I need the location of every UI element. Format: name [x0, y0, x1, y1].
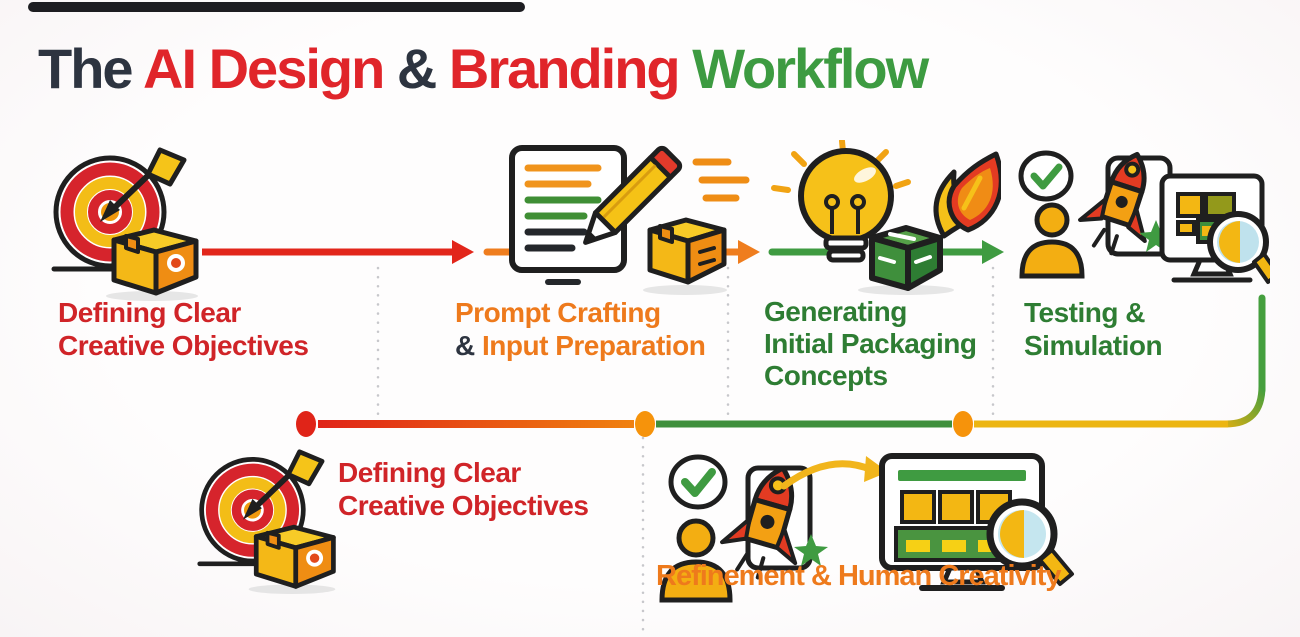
label-text: Input Preparation [482, 330, 706, 361]
red-arrow-head [452, 240, 474, 264]
target-dart-box-icon [197, 449, 336, 594]
monitor-magnifier-icon [879, 453, 1074, 591]
document-pencil-box-icon [509, 145, 750, 295]
label-line: Concepts [764, 360, 888, 391]
user-check-rocket-icon [659, 454, 828, 603]
title-branding: Branding [448, 37, 693, 100]
label-ampersand: & [455, 330, 482, 361]
label-line: Generating [764, 296, 907, 327]
title-ai-design: AI Design [143, 37, 397, 100]
green-gold-curve [1225, 385, 1266, 428]
check-badge [668, 454, 728, 510]
return-connector [296, 294, 1266, 437]
label-line: Prompt Crafting [455, 297, 661, 328]
check-badge [1018, 150, 1074, 202]
step-arrows [202, 240, 1004, 264]
lightbulb-box-rocket-icon [771, 140, 1001, 295]
magnifier [986, 498, 1074, 586]
label-line: Defining Clear [58, 297, 241, 328]
orange-arrow-head [738, 240, 760, 264]
red-node-dot [296, 411, 316, 437]
dotted-separators [376, 266, 995, 632]
dart [243, 449, 325, 520]
user [1019, 202, 1085, 279]
orange-node-dot [953, 411, 973, 437]
speed-dashes [692, 158, 750, 202]
dart [100, 147, 187, 222]
step-label-defining-clear-creative-objectives-2: Defining Clear Creative Objectives [338, 456, 589, 522]
shadow [248, 584, 336, 594]
rocket-flame [933, 151, 1001, 239]
title-ampersand: & [396, 37, 449, 100]
label-line: & Input Preparation [455, 329, 706, 362]
document-lines [524, 164, 602, 252]
user [659, 518, 733, 603]
package-box [111, 227, 199, 296]
page-title: The AI Design & Branding Workflow [38, 36, 929, 101]
pencil [583, 145, 683, 245]
step-label-generating-initial-packaging-concepts: Generating Initial Packaging Concepts [764, 296, 977, 392]
target-dart-box-icon [51, 147, 199, 301]
green-box [869, 225, 943, 291]
title-the: The [38, 37, 144, 100]
shadow [106, 291, 198, 301]
step-label-refinement-human-creativity: Refinement & Human Creativity [656, 560, 1061, 592]
step-label-testing-simulation: Testing & Simulation [1024, 296, 1163, 362]
title-workflow: Workflow [692, 37, 929, 100]
label-line: Testing & [1024, 297, 1145, 328]
magnifier [1207, 211, 1270, 284]
user-check-rocket-monitor-magnifier-icon [1018, 150, 1270, 284]
step-label-defining-clear-creative-objectives: Defining Clear Creative Objectives [58, 296, 309, 362]
curved-arrow-icon [780, 456, 888, 490]
package-box [647, 217, 727, 285]
label-line: Defining Clear [338, 457, 521, 488]
orange-node-dot [635, 411, 655, 437]
package-box [253, 524, 336, 589]
top-bar [28, 2, 525, 12]
step-label-prompt-crafting: Prompt Crafting & Input Preparation [455, 296, 706, 362]
label-line: Creative Objectives [338, 490, 589, 521]
label-line: Creative Objectives [58, 330, 309, 361]
rocket [720, 465, 798, 580]
green-star [794, 534, 828, 566]
label-line: Initial Packaging [764, 328, 977, 359]
monitor-stand [940, 565, 986, 585]
label-line: Simulation [1024, 330, 1163, 361]
lightbulb [798, 148, 894, 263]
green-star [1139, 220, 1173, 252]
shadow [643, 285, 727, 295]
green-arrow-head [982, 240, 1004, 264]
